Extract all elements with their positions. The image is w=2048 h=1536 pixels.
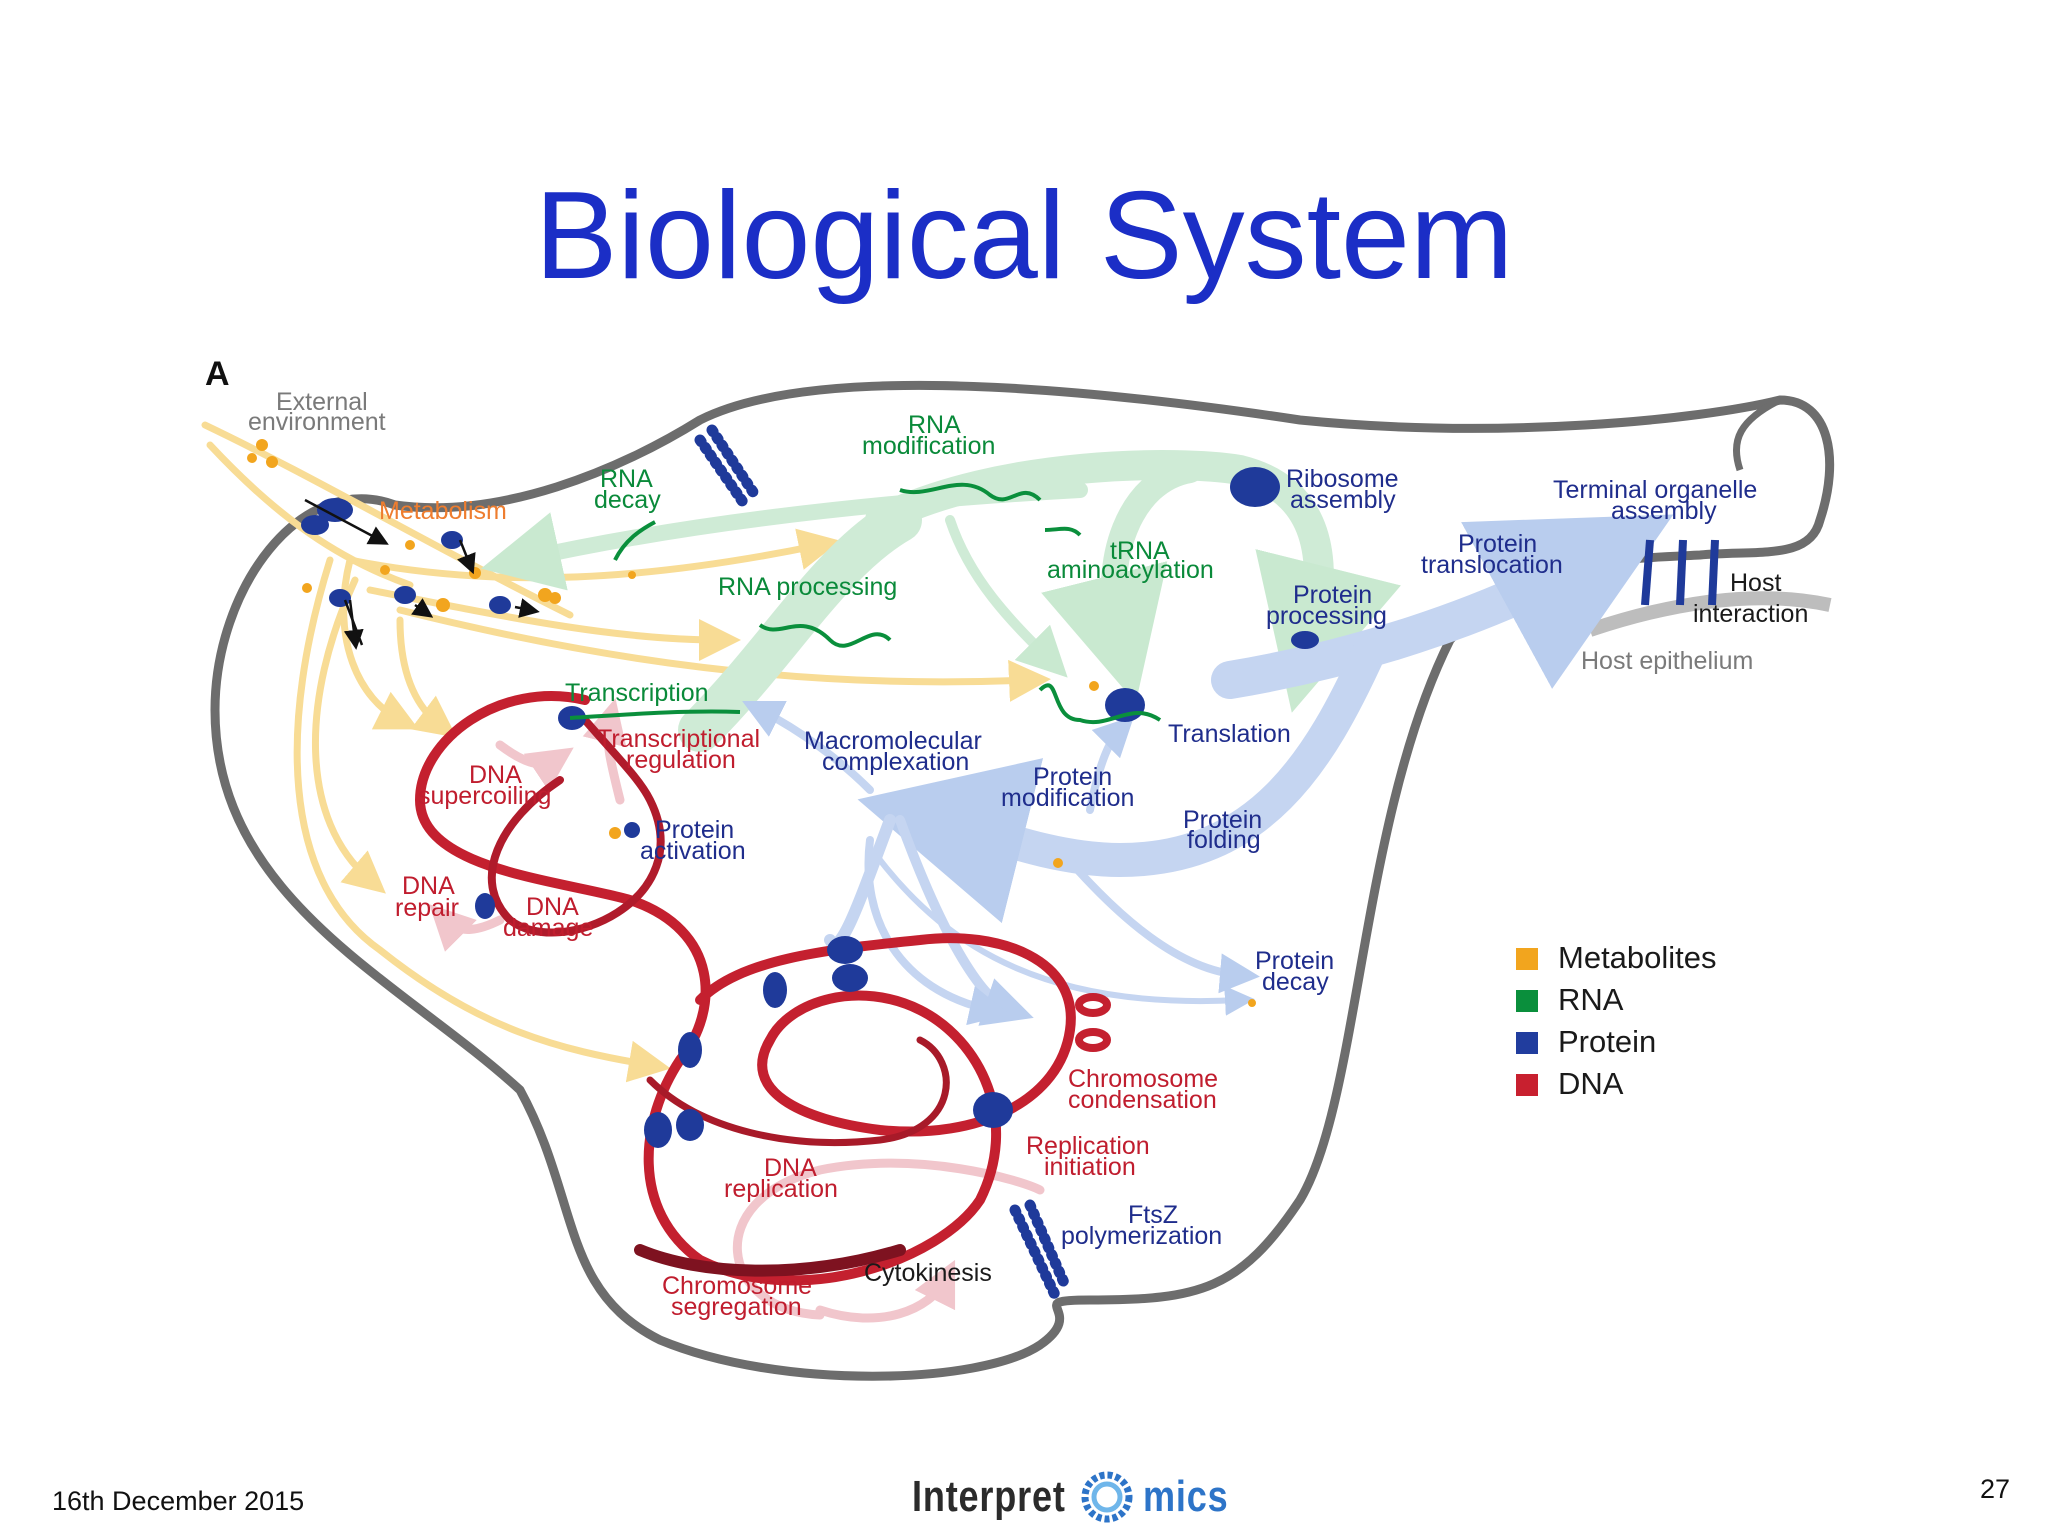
label-host-epithelium: Host epithelium <box>1581 647 1753 675</box>
label-protein-translocation-1: Protein <box>1458 530 1537 558</box>
label-protein-translocation-2: translocation <box>1421 551 1563 579</box>
protein-blobs <box>301 467 1319 1148</box>
label-protein-processing-2: processing <box>1266 602 1387 630</box>
label-translation: Translation <box>1168 720 1291 748</box>
page-number: 27 <box>1980 1474 2011 1504</box>
logo-text-part2: mics <box>1143 1472 1230 1521</box>
label-transcriptional-regulation-1: Transcriptional <box>597 725 760 753</box>
rna-strands <box>569 482 1162 725</box>
label-dna-supercoiling-2: supercoiling <box>418 782 551 810</box>
label-trna-2: aminoacylation <box>1047 556 1214 584</box>
label-replication-initiation-2: initiation <box>1044 1153 1136 1181</box>
label-ribosome-assembly-1: Ribosome <box>1286 465 1399 493</box>
label-dna-damage-2: damage <box>503 914 593 942</box>
logo-text-part1: Interpret <box>912 1472 1066 1521</box>
organelle-posts <box>1641 539 1719 606</box>
metabolism-enzyme-arrows <box>304 498 540 650</box>
label-chromosome-segregation-1: Chromosome <box>662 1272 812 1300</box>
label-protein-folding-2: folding <box>1187 826 1261 854</box>
label-transcription: Transcription <box>565 679 709 707</box>
footer-date: 16th December 2015 <box>52 1486 305 1516</box>
label-rna-processing: RNA processing <box>718 573 897 601</box>
label-rna-decay-1: RNA <box>600 465 653 493</box>
legend: Metabolites RNA Protein DNA <box>1516 940 1717 1101</box>
label-transcriptional-regulation-2: regulation <box>626 746 736 774</box>
label-rna-modification-1: RNA <box>908 411 961 439</box>
label-protein-modification-1: Protein <box>1033 763 1112 791</box>
label-dna-replication-2: replication <box>724 1175 838 1203</box>
label-ribosome-assembly-2: assembly <box>1290 486 1396 514</box>
label-host-interaction-1: Host <box>1730 569 1781 597</box>
label-host-interaction-2: interaction <box>1693 600 1808 628</box>
label-protein-processing-1: Protein <box>1293 581 1372 609</box>
label-protein-activation-1: Protein <box>655 816 734 844</box>
label-protein-decay-1: Protein <box>1255 947 1334 975</box>
interpretomics-logo: Interpret mics <box>912 1462 1248 1532</box>
label-external-environment-1: External <box>276 388 368 416</box>
slide-title: Biological System <box>534 167 1514 305</box>
membrane-rods <box>694 424 1071 1301</box>
legend-label-dna: DNA <box>1558 1066 1624 1101</box>
panel-letter: A <box>205 355 230 393</box>
label-replication-initiation-1: Replication <box>1026 1132 1150 1160</box>
label-protein-activation-2: activation <box>640 837 746 865</box>
legend-label-metabolites: Metabolites <box>1558 940 1717 975</box>
terminal-organelle-tip <box>1732 396 1782 472</box>
condensation-loops <box>1075 993 1111 1052</box>
label-dna-supercoiling-1: DNA <box>469 761 522 789</box>
label-terminal-organelle-2: assembly <box>1611 497 1717 525</box>
cell-membrane <box>210 380 1835 1381</box>
legend-swatch-dna <box>1516 1074 1538 1096</box>
label-dna-repair-2: repair <box>395 894 459 922</box>
label-chromosome-condensation-2: condensation <box>1068 1086 1217 1114</box>
label-cytokinesis: Cytokinesis <box>864 1259 992 1287</box>
label-macromolecular-2: complexation <box>822 748 969 776</box>
metabolite-flows <box>201 421 1051 1083</box>
label-trna-1: tRNA <box>1110 537 1170 565</box>
label-chromosome-condensation-1: Chromosome <box>1068 1065 1218 1093</box>
label-protein-folding-1: Protein <box>1183 806 1262 834</box>
legend-swatch-metabolites <box>1516 948 1538 970</box>
rna-flows <box>480 450 1401 752</box>
label-chromosome-segregation-2: segregation <box>671 1293 802 1321</box>
label-protein-modification-2: modification <box>1001 784 1134 812</box>
label-external-environment-2: environment <box>248 408 386 436</box>
label-ftsz-2: polymerization <box>1061 1222 1222 1250</box>
label-rna-modification-2: modification <box>862 432 995 460</box>
legend-label-rna: RNA <box>1558 982 1624 1017</box>
label-dna-repair-1: DNA <box>402 872 455 900</box>
logo-ring-icon <box>1081 1471 1133 1523</box>
label-metabolism: Metabolism <box>379 497 507 525</box>
label-ftsz-1: FtsZ <box>1128 1201 1178 1229</box>
label-terminal-organelle-1: Terminal organelle <box>1553 476 1757 504</box>
label-dna-damage-1: DNA <box>526 893 579 921</box>
label-macromolecular-1: Macromolecular <box>804 727 982 755</box>
label-dna-replication-1: DNA <box>764 1154 817 1182</box>
legend-swatch-protein <box>1516 1032 1538 1054</box>
legend-swatch-rna <box>1516 990 1538 1012</box>
label-rna-decay-2: decay <box>594 486 661 514</box>
label-protein-decay-2: decay <box>1262 968 1329 996</box>
legend-label-protein: Protein <box>1558 1024 1656 1059</box>
